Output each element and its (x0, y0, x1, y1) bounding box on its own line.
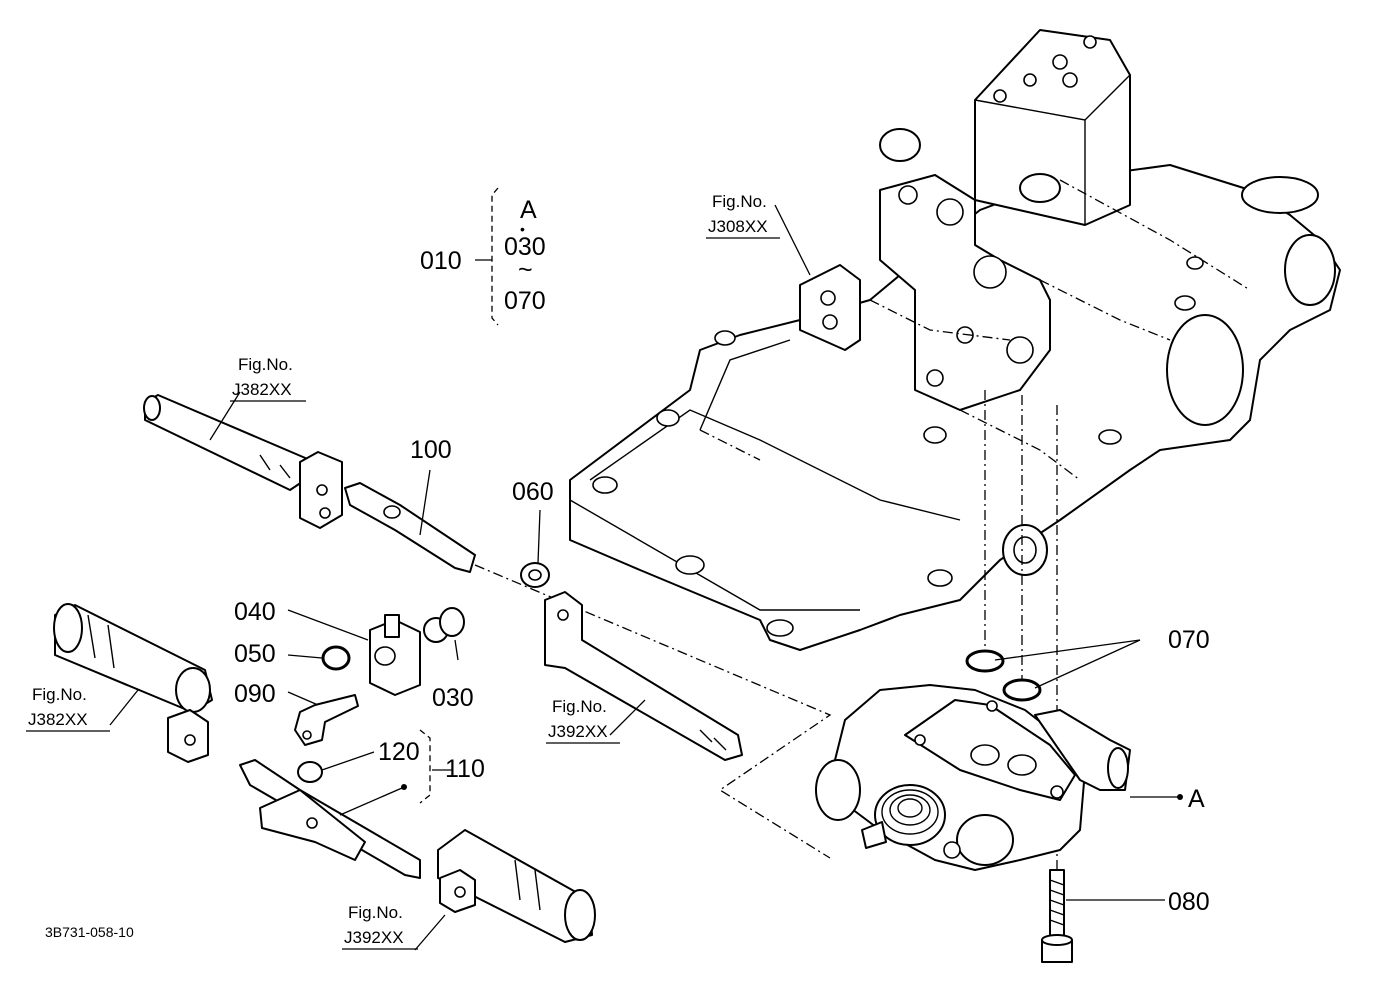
label-030: 030 (432, 684, 474, 712)
fig-ref-j382-left-line1: Fig.No. (32, 685, 87, 704)
label-050: 050 (234, 640, 276, 668)
label-a-marker: A (1188, 785, 1205, 813)
label-070: 070 (1168, 626, 1210, 654)
a-marker-dot (1177, 794, 1183, 800)
nut-120 (297, 761, 323, 783)
part-060 (520, 562, 550, 588)
figure-references: Fig.No. J308XX Fig.No. J382XX Fig.No. J3… (26, 192, 780, 950)
fig-ref-j308-line1: Fig.No. (712, 192, 767, 211)
label-100: 100 (410, 436, 452, 464)
fig-ref-j392-mid: Fig.No. J392XX (546, 697, 620, 744)
lower-link-dot (401, 784, 407, 790)
label-110: 110 (445, 755, 485, 783)
mid-rod-j392 (544, 591, 743, 761)
fig-ref-j382-top-line2: J382XX (232, 380, 292, 399)
part-040 (369, 614, 421, 696)
link-rod-100 (344, 482, 476, 573)
callout-labels: 010 A • 030 ~ 070 100 060 040 050 030 09… (234, 196, 1210, 916)
hydraulic-housing (569, 29, 1341, 651)
fig-ref-j382-left-line2: J382XX (28, 710, 88, 729)
left-cylinder-j382 (53, 603, 213, 713)
label-060: 060 (512, 478, 554, 506)
upper-rod-j382 (143, 394, 311, 491)
label-range-dot: • (520, 221, 525, 237)
left-bracket (167, 709, 209, 763)
o-rings-070 (965, 649, 1042, 702)
fig-ref-j392-mid-line1: Fig.No. (552, 697, 607, 716)
label-range-tilde: ~ (518, 256, 533, 284)
leader-lines (109, 187, 1180, 951)
label-070-top: 070 (504, 287, 546, 315)
drawing-code: 3B731-058-10 (45, 924, 134, 940)
fig-ref-j392-mid-line2: J392XX (548, 722, 608, 741)
fig-ref-j392-bottom: Fig.No. J392XX (342, 903, 418, 950)
fig-ref-j392-bottom-line1: Fig.No. (348, 903, 403, 922)
fig-ref-j308: Fig.No. J308XX (706, 192, 780, 239)
control-valve-body (815, 684, 1131, 871)
lower-cylinder-j392 (437, 829, 596, 943)
fig-ref-j382-top-line1: Fig.No. (238, 355, 293, 374)
label-030-top: 030 (504, 233, 546, 261)
label-010: 010 (420, 247, 462, 275)
screw-090 (294, 694, 359, 746)
label-090: 090 (234, 680, 276, 708)
lower-bracket (439, 869, 476, 913)
fig-ref-j382-left: Fig.No. J382XX (26, 685, 110, 732)
fig-ref-j392-bottom-line2: J392XX (344, 928, 404, 947)
fig-ref-j382-top: Fig.No. J382XX (230, 355, 306, 402)
label-040: 040 (234, 598, 276, 626)
upper-bracket (299, 451, 343, 529)
fig-ref-j308-line2: J308XX (708, 217, 768, 236)
label-080: 080 (1168, 888, 1210, 916)
clip-050 (321, 645, 351, 671)
lower-link-110 (239, 759, 421, 879)
label-120: 120 (378, 738, 420, 766)
plug-030 (423, 607, 465, 643)
label-range-a: A (520, 196, 537, 224)
bolt-080 (1041, 869, 1073, 963)
